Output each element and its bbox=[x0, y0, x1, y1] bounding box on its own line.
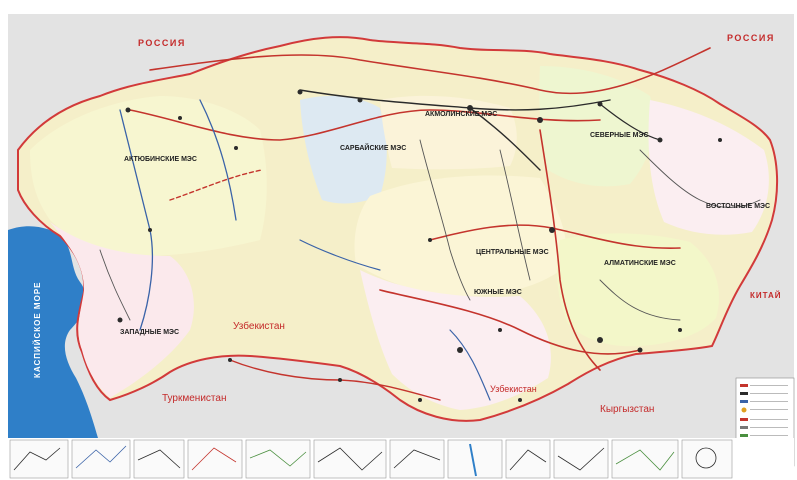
label-uzbekistan-2: Узбекистан bbox=[490, 384, 537, 394]
substations bbox=[117, 89, 722, 402]
label-caspian: КАСПИЙСКОЕ МОРЕ bbox=[33, 282, 42, 379]
region-label-aktobe: АКТЮБИНСКИЕ МЭС bbox=[124, 156, 197, 163]
inset-map bbox=[389, 439, 445, 479]
transmission-lines bbox=[99, 47, 761, 401]
region-label-west: ЗАПАДНЫЕ МЭС bbox=[120, 329, 179, 336]
region-label-south: ЮЖНЫЕ МЭС bbox=[474, 289, 522, 296]
region-label-akmola: АКМОЛИНСКИЕ МЭС bbox=[425, 111, 497, 118]
inset-map bbox=[681, 439, 733, 479]
inset-map bbox=[133, 439, 185, 479]
inset-map bbox=[611, 439, 679, 479]
inset-map bbox=[505, 439, 551, 479]
label-russia-left: РОССИЯ bbox=[138, 38, 186, 48]
label-china: КИТАЙ bbox=[750, 291, 782, 300]
region-almaty bbox=[556, 233, 719, 347]
region-south bbox=[360, 270, 551, 410]
inset-maps-strip bbox=[8, 438, 794, 480]
label-uzbekistan-1: Узбекистан bbox=[233, 320, 285, 332]
label-russia-right: РОССИЯ bbox=[727, 33, 775, 43]
inset-map bbox=[313, 439, 387, 479]
label-turkmenistan: Туркменистан bbox=[162, 393, 226, 404]
region-central bbox=[354, 175, 567, 296]
inset-map bbox=[71, 439, 131, 479]
region-label-central: ЦЕНТРАЛЬНЫЕ МЭС bbox=[476, 249, 549, 256]
region-north bbox=[539, 66, 654, 187]
inset-map bbox=[245, 439, 311, 479]
region-aktobe bbox=[30, 96, 267, 256]
region-label-east: ВОСТОЧНЫЕ МЭС bbox=[706, 203, 770, 210]
inset-map bbox=[9, 439, 69, 479]
region-label-sarbai: САРБАЙСКИЕ МЭС bbox=[340, 143, 406, 152]
region-west bbox=[50, 222, 194, 398]
label-kyrgyzstan: Кыргызстан bbox=[600, 404, 654, 415]
inset-map bbox=[187, 439, 243, 479]
region-sarbai bbox=[300, 95, 387, 204]
region-east bbox=[648, 100, 769, 235]
inset-map bbox=[447, 439, 503, 479]
inset-map bbox=[553, 439, 609, 479]
region-label-north: СЕВЕРНЫЕ МЭС bbox=[590, 132, 649, 139]
region-label-almaty: АЛМАТИНСКИЕ МЭС bbox=[604, 260, 676, 267]
caspian-sea bbox=[8, 226, 98, 438]
